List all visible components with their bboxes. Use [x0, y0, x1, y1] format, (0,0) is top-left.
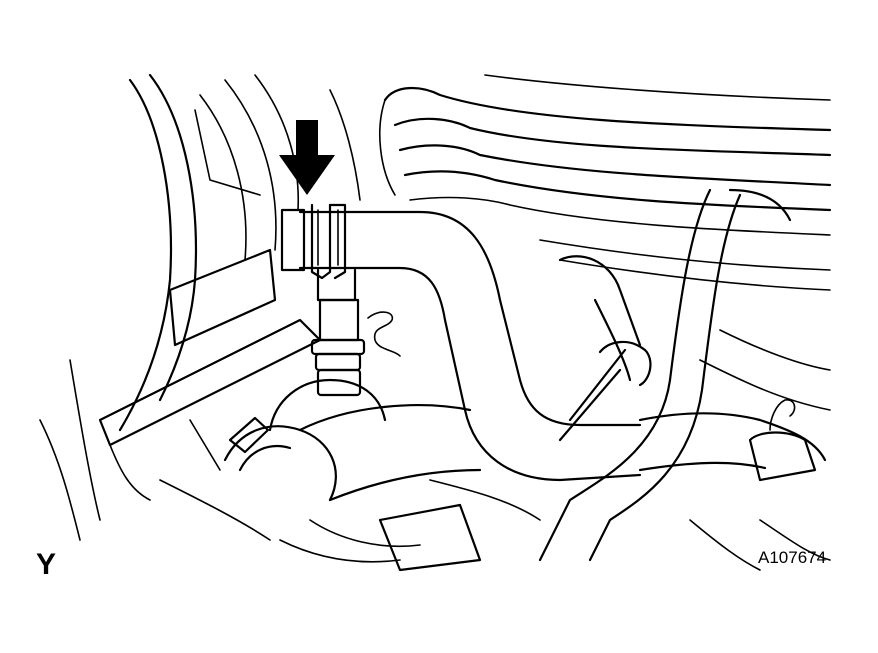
main-hose: [280, 208, 642, 482]
down-arrow-icon: [279, 120, 335, 195]
hose-clamp: [310, 203, 347, 280]
valve-assembly: [268, 268, 401, 432]
lower-hose: [159, 404, 541, 572]
upper-right-bundle: [379, 74, 832, 291]
figure-id: A107674: [758, 548, 827, 567]
view-label: Y: [36, 548, 57, 581]
right-components: [538, 188, 831, 571]
hose-end-fitting: [280, 208, 306, 272]
